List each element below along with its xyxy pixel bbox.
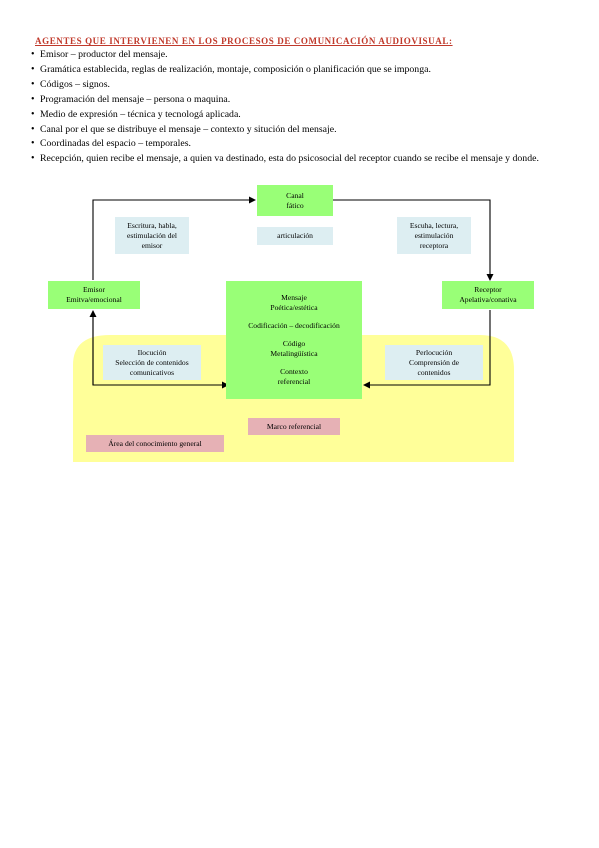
mensaje-label: Mensaje: [281, 293, 307, 302]
escritura-line: estimulación del: [127, 230, 177, 240]
escucha-line: Escuha, lectura,: [409, 220, 459, 230]
marco-label: Marco referencial: [266, 421, 322, 431]
bullet-item: Canal por el que se distribuye el mensaj…: [31, 123, 571, 138]
canal-sub: fático: [286, 200, 304, 210]
perlocucion-line: Comprensión de: [409, 357, 459, 367]
receptor-sub: Apelativa/conativa: [459, 295, 517, 304]
emisor-box: Emisor Emitva/emocional: [48, 281, 140, 309]
bullet-item: Coordinadas del espacio – temporales.: [31, 137, 571, 152]
bullet-item: Gramática establecida, reglas de realiza…: [31, 63, 571, 78]
bullet-item: Códigos – signos.: [31, 78, 571, 93]
canal-label: Canal: [286, 190, 304, 200]
perlocucion-box: Perlocución Comprensión de contenidos: [385, 345, 483, 380]
ilocucion-line: Selección de contenidos: [115, 357, 189, 367]
bullet-list: Emisor – productor del mensaje. Gramátic…: [31, 48, 571, 167]
ilocucion-line: comunicativos: [129, 367, 175, 377]
area-label: Área del conocimiento general: [108, 438, 202, 448]
articulacion-box: articulación: [257, 227, 333, 245]
area-conocimiento-box: Área del conocimiento general: [86, 435, 224, 452]
bullet-item: Programación del mensaje – persona o maq…: [31, 93, 571, 108]
arrow-receptor-mensaje: [363, 310, 491, 389]
escritura-line: emisor: [141, 240, 163, 250]
bullet-item: Emisor – productor del mensaje.: [31, 48, 571, 63]
mensaje-line: referencial: [277, 377, 311, 386]
heading: AGENTES QUE INTERVIENEN EN LOS PROCESOS …: [35, 36, 453, 46]
mensaje-line: Codificación – decodificación: [248, 321, 340, 330]
mensaje-line: Contexto: [280, 367, 308, 376]
articulacion-label: articulación: [277, 231, 313, 240]
escucha-box: Escuha, lectura, estimulación receptora: [397, 217, 471, 254]
receptor-box: Receptor Apelativa/conativa: [442, 281, 534, 309]
perlocucion-line: contenidos: [417, 367, 451, 377]
mensaje-line: Código: [282, 339, 306, 348]
emisor-sub: Emitva/emocional: [66, 295, 122, 304]
ilocucion-line: Ilocución: [137, 347, 167, 357]
mensaje-line: Metalingüística: [270, 349, 318, 358]
canal-box: Canal fático: [257, 185, 333, 216]
mensaje-line: Poética/estética: [270, 303, 318, 312]
receptor-label: Receptor: [474, 285, 502, 294]
marco-referencial-box: Marco referencial: [248, 418, 340, 435]
escucha-line: estimulación: [414, 230, 454, 240]
perlocucion-line: Perlocución: [415, 347, 453, 357]
escritura-box: Escritura, habla, estimulación del emiso…: [115, 217, 189, 254]
ilocucion-box: Ilocución Selección de contenidos comuni…: [103, 345, 201, 380]
arrow-emisor-canal: [92, 196, 256, 280]
bullet-item: Recepción, quien recibe el mensaje, a qu…: [31, 152, 571, 167]
emisor-label: Emisor: [83, 285, 105, 294]
mensaje-box: Mensaje Poética/estética Codificación – …: [226, 281, 362, 399]
escucha-line: receptora: [419, 240, 449, 250]
escritura-line: Escritura, habla,: [127, 220, 177, 230]
bullet-item: Medio de expresión – técnica y tecnologá…: [31, 108, 571, 123]
arrow-canal-receptor: [333, 199, 494, 281]
